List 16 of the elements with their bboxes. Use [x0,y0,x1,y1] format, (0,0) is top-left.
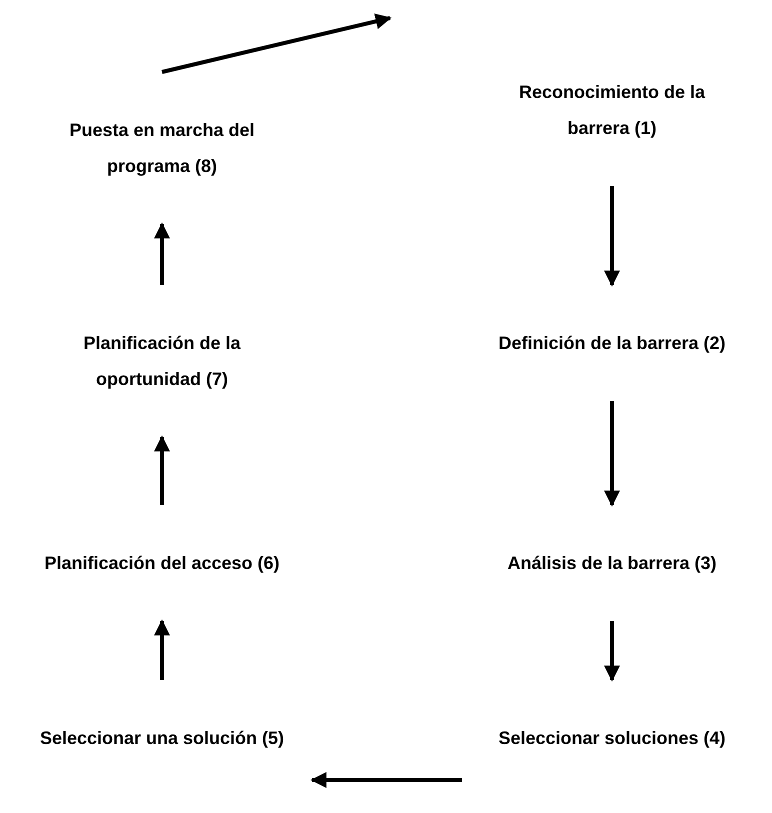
arrow [310,772,462,788]
arrow [604,401,620,507]
arrow [154,619,170,680]
step-label: Puesta en marcha del programa (8) [68,119,256,178]
step-label: Definición de la barrera (2) [498,332,726,355]
arrow [154,435,170,505]
step-label: Planificación del acceso (6) [44,552,280,575]
arrow [604,186,620,287]
arrow [604,621,620,682]
arrow [162,14,392,74]
step-label: Seleccionar una solución (5) [40,727,284,750]
arrow [154,222,170,285]
step-label: Planificación de la oportunidad (7) [82,332,242,391]
step-label: Reconocimiento de la barrera (1) [518,81,706,140]
step-label: Seleccionar soluciones (4) [498,727,726,750]
step-label: Análisis de la barrera (3) [507,552,717,575]
